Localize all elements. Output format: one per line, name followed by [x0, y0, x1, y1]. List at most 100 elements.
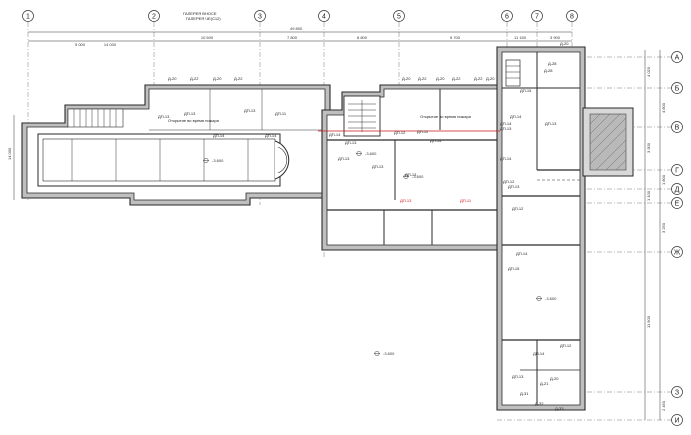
grid-col-label: 2 — [152, 14, 156, 21]
right-dimension: 3 250 — [661, 222, 666, 233]
plan-label: Д-33 — [555, 406, 564, 411]
grid-row-bubble: Б — [671, 82, 683, 94]
level-mark: -3.600 — [403, 174, 424, 179]
grid-col-label: 6 — [505, 14, 509, 21]
level-text: -3.600 — [412, 174, 424, 179]
plan-label: ДП-12 — [394, 130, 406, 135]
plan-label: ДП-13 — [244, 108, 256, 113]
plan-label: ДП-14 — [500, 156, 512, 161]
top-dimension: 8 800 — [357, 35, 368, 40]
grid-col-bubble: 1 — [22, 10, 34, 22]
fire-door-label: ДП-11 — [460, 198, 472, 203]
top-dimension: 10 500 — [201, 35, 214, 40]
plan-label: ДП-13 — [338, 156, 350, 161]
top-dimension: 5 700 — [450, 35, 461, 40]
grid-row-bubble: В — [671, 121, 683, 133]
grid-col-label: 3 — [258, 14, 262, 21]
right-dimension: 11 900 — [646, 315, 651, 328]
grid-col-label: 1 — [26, 14, 30, 21]
plan-label: ДП-12 — [503, 179, 515, 184]
level-text: -3.600 — [212, 158, 224, 163]
plan-label: Д-22 — [474, 76, 483, 81]
grid-col-label: 8 — [570, 14, 574, 21]
stair — [343, 95, 381, 137]
pool — [37, 133, 290, 187]
grid-row-label: В — [675, 125, 680, 132]
top-dimension: 7 800 — [287, 35, 298, 40]
right-dimension: 2 450 — [661, 400, 666, 411]
grid-col-label: 4 — [322, 14, 326, 21]
plan-label: ДП-14 — [533, 351, 545, 356]
grid-row-bubble: И — [671, 414, 683, 426]
grid-col-bubble: 3 — [254, 10, 266, 22]
grid-col-bubble: 7 — [531, 10, 543, 22]
plan-label: ДП-14 — [500, 121, 512, 126]
plan-label: Д-28 — [548, 61, 557, 66]
plan-label: ДП-13 — [345, 140, 357, 145]
plan-label: ДП-12 — [560, 343, 572, 348]
right-dimension: 3 300 — [646, 142, 651, 153]
plan-label: Д-20 — [168, 76, 177, 81]
right-dimension: 1 800 — [661, 174, 666, 185]
plan-label: Д-21 — [540, 381, 549, 386]
grid-row-bubble: Г — [671, 164, 683, 176]
plan-label: Д-20 — [213, 76, 222, 81]
plan-label: Д-20 — [486, 76, 495, 81]
plan-label: Д-22 — [452, 76, 461, 81]
grid-col-bubble: 2 — [148, 10, 160, 22]
plan-label: ДП-14 — [265, 133, 277, 138]
right-dimension: 4 800 — [661, 102, 666, 113]
right-dimension: 4 020 — [646, 66, 651, 77]
plan-label: ДП-14 — [510, 114, 522, 119]
level-mark: -3.600 — [356, 151, 377, 156]
top-dimension: 3 900 — [550, 35, 561, 40]
plan-label: ДП-13 — [500, 126, 512, 131]
plan-label: ДП-12 — [512, 206, 524, 211]
grid-row-label: А — [675, 55, 680, 62]
grid-row-label: З — [675, 390, 679, 397]
plan-label: ДП-15 — [520, 88, 532, 93]
right-dimension: 1 100 — [646, 190, 651, 201]
level-mark: -3.600 — [374, 351, 395, 356]
plan-label: ДП-14 — [516, 251, 528, 256]
plan-note: Открытие во время пожара — [420, 114, 472, 119]
level-text: -3.600 — [545, 296, 557, 301]
grid-col-label: 7 — [535, 14, 539, 21]
plan-label: ДП-14 — [213, 133, 225, 138]
grid-row-label: И — [674, 418, 679, 425]
plan-label: Д-22 — [234, 76, 243, 81]
level-text: -3.600 — [383, 351, 395, 356]
top-note-2: ГАЛЕРЕЯ ЧЕ(С12) — [186, 16, 221, 21]
grid-row-label: Е — [675, 201, 680, 208]
grid-col-bubble: 6 — [501, 10, 513, 22]
plan-label: ДП-13 — [508, 184, 520, 189]
grid-col-bubble: 5 — [393, 10, 405, 22]
plan-label: Д-28 — [544, 68, 553, 73]
plan-label: ДП-13 — [512, 374, 524, 379]
grid-col-label: 5 — [397, 14, 401, 21]
plan-label: ДП-15 — [508, 266, 520, 271]
grid-row-bubble: Е — [671, 197, 683, 209]
top-dimension: 5 000 — [75, 42, 86, 47]
plan-label: Д-32 — [535, 401, 544, 406]
plan-label: Д-22 — [418, 76, 427, 81]
building-walls — [21, 46, 634, 411]
level-text: -3.600 — [365, 151, 377, 156]
plan-label: Д-20 — [402, 76, 411, 81]
plan-label: ДП-14 — [430, 138, 442, 143]
top-dimension: 14 000 — [104, 42, 117, 47]
grid-col-bubble: 4 — [318, 10, 330, 22]
plan-label: Д-20 — [550, 376, 559, 381]
top-dimension: 11 150 — [514, 35, 527, 40]
level-mark: -3.600 — [536, 296, 557, 301]
plan-label: Д-22 — [190, 76, 199, 81]
grid-row-bubble: А — [671, 51, 683, 63]
plan-label: ДП-13 — [405, 172, 417, 177]
plan-label: Д-31 — [520, 391, 529, 396]
plan-label: ДП-13 — [372, 164, 384, 169]
plan-label: ДП-13 — [545, 121, 557, 126]
level-mark: -3.600 — [203, 158, 224, 163]
left-dimension: 14 000 — [7, 147, 12, 160]
grid-col-bubble: 8 — [566, 10, 578, 22]
